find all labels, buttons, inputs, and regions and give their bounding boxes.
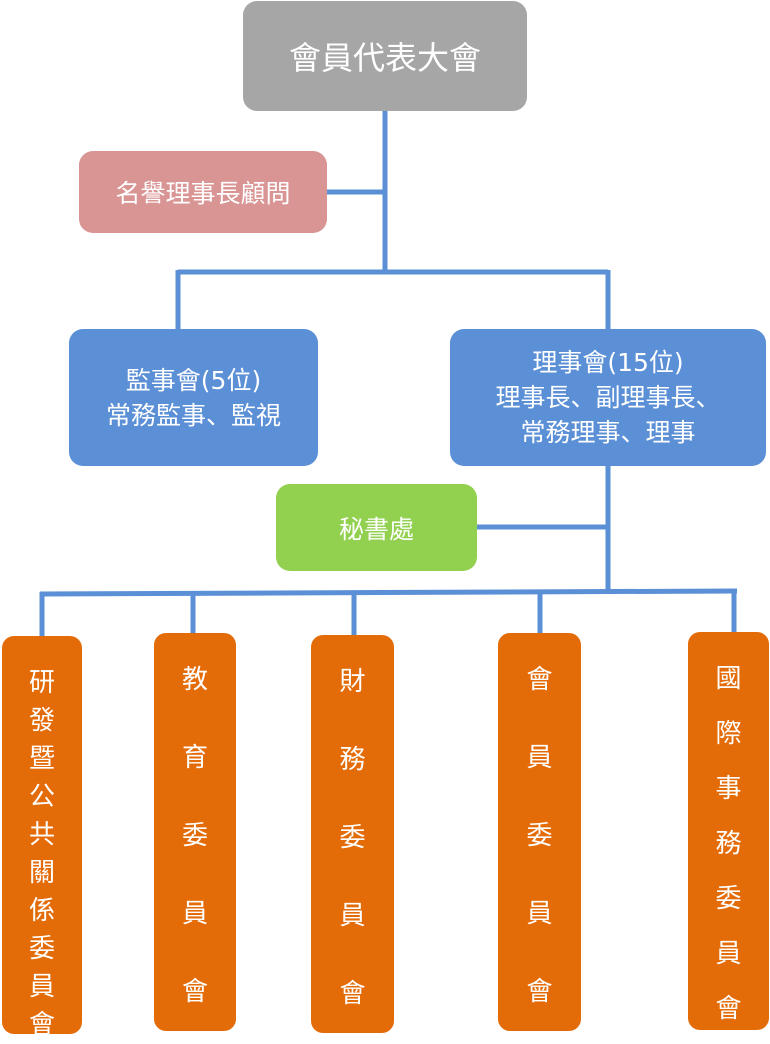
secretariat-node: 秘書處	[276, 484, 477, 571]
secretariat-label: 秘書處	[338, 514, 414, 544]
board-of-supervisors-node: 監事會(5位) 常務監事、監視	[69, 329, 318, 466]
committee-label: 教 育 委 員 會	[181, 665, 208, 1007]
assembly-node: 會員代表大會	[243, 1, 527, 111]
committee-label: 財 務 委 員 會	[339, 667, 366, 1009]
committee-education: 教 育 委 員 會	[154, 633, 236, 1031]
committee-label: 國 際 事 務 委 員 會	[715, 664, 742, 1024]
board-line2: 理事長、副理事長、	[495, 383, 721, 412]
supervisors-line2: 常務監事、監視	[105, 400, 281, 430]
honorary-advisor-node: 名譽理事長顧問	[79, 151, 327, 233]
committee-label: 研 發 暨 公 共 關 係 委 員 會	[28, 668, 55, 1040]
board-of-directors-node: 理事會(15位) 理事長、副理事長、 常務理事、理事	[450, 329, 766, 466]
committee-finance: 財 務 委 員 會	[311, 635, 394, 1033]
committee-international-affairs: 國 際 事 務 委 員 會	[688, 632, 769, 1030]
committee-bus-line	[39, 588, 738, 597]
supervisors-line1: 監事會(5位)	[125, 365, 262, 395]
committee-label: 會 員 委 員 會	[526, 665, 553, 1007]
committee-membership: 會 員 委 員 會	[498, 633, 581, 1031]
board-line1: 理事會(15位)	[532, 348, 684, 377]
honorary-label: 名譽理事長顧問	[115, 179, 291, 208]
assembly-label: 會員代表大會	[288, 39, 481, 77]
committee-rd-public-relations: 研 發 暨 公 共 關 係 委 員 會	[2, 636, 82, 1040]
board-line3: 常務理事、理事	[520, 418, 696, 447]
